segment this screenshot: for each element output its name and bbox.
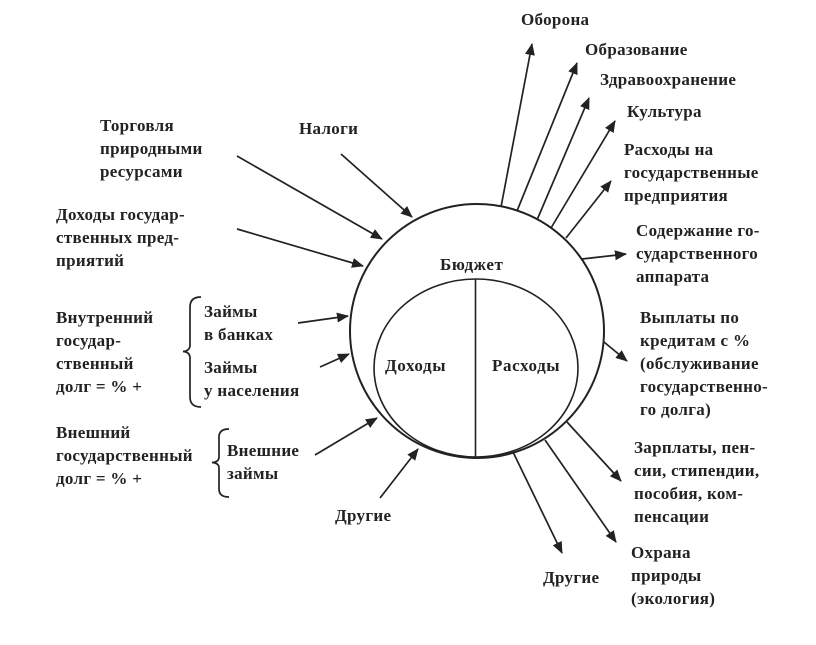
label-internal-debt: Внутренний государ- ственный долг = % + bbox=[56, 308, 154, 396]
label-taxes: Налоги bbox=[299, 119, 359, 138]
label-bank-loans: Займы в банках bbox=[204, 302, 274, 344]
arrow-bank-loans bbox=[297, 312, 349, 324]
arrow-others-out bbox=[512, 451, 563, 554]
label-nature-protection: Охрана природы (экология) bbox=[631, 543, 716, 608]
label-defense: Оборона bbox=[521, 10, 590, 29]
arrow-defense bbox=[500, 43, 535, 208]
arrow-external-loans bbox=[314, 417, 378, 456]
incomes-label: Доходы bbox=[385, 356, 447, 375]
arrow-state-enterprises bbox=[565, 180, 612, 239]
arrow-healthcare bbox=[536, 97, 590, 221]
arrow-trade bbox=[236, 155, 383, 240]
arrow-social-payments bbox=[566, 421, 622, 482]
arrow-education bbox=[516, 62, 578, 212]
arrow-population-loans bbox=[319, 353, 350, 368]
label-external-loans: Внешние займы bbox=[227, 441, 300, 483]
arrow-culture bbox=[550, 120, 616, 229]
label-state-apparatus: Содержание го- сударственного аппарата bbox=[636, 221, 760, 286]
label-external-debt: Внешний государственный долг = % + bbox=[56, 423, 193, 488]
arrow-taxes bbox=[340, 153, 413, 218]
arrow-others-in bbox=[379, 448, 419, 499]
budget-circle bbox=[349, 203, 605, 459]
label-state-enterprise-income: Доходы государ- ственных пред- приятий bbox=[56, 205, 186, 270]
arrow-state-enterprise-income bbox=[236, 228, 364, 268]
label-state-enterprises: Расходы на государственные предприятия bbox=[624, 140, 759, 205]
label-others-in: Другие bbox=[335, 506, 392, 525]
brace-internal-loans bbox=[182, 296, 202, 408]
label-healthcare: Здравоохранение bbox=[600, 70, 737, 89]
label-credit-payments: Выплаты по кредитам с % (обслуживание го… bbox=[640, 308, 768, 419]
arrow-state-apparatus bbox=[581, 250, 627, 261]
budget-label: Бюджет bbox=[440, 255, 504, 274]
label-trade: Торговля природными ресурсами bbox=[100, 116, 203, 181]
label-education: Образование bbox=[585, 40, 688, 59]
label-population-loans: Займы у населения bbox=[204, 358, 300, 400]
outflow-arrows bbox=[500, 43, 628, 554]
inflow-arrows bbox=[236, 153, 419, 499]
arrow-nature-protection bbox=[544, 439, 617, 543]
label-culture: Культура bbox=[627, 102, 702, 121]
label-social-payments: Зарплаты, пен- сии, стипендии, пособия, … bbox=[634, 438, 760, 526]
label-others-out: Другие bbox=[543, 568, 600, 587]
arrow-credit-payments bbox=[603, 341, 628, 362]
expenses-label: Расходы bbox=[492, 356, 561, 375]
brace-external-loans bbox=[211, 428, 230, 498]
